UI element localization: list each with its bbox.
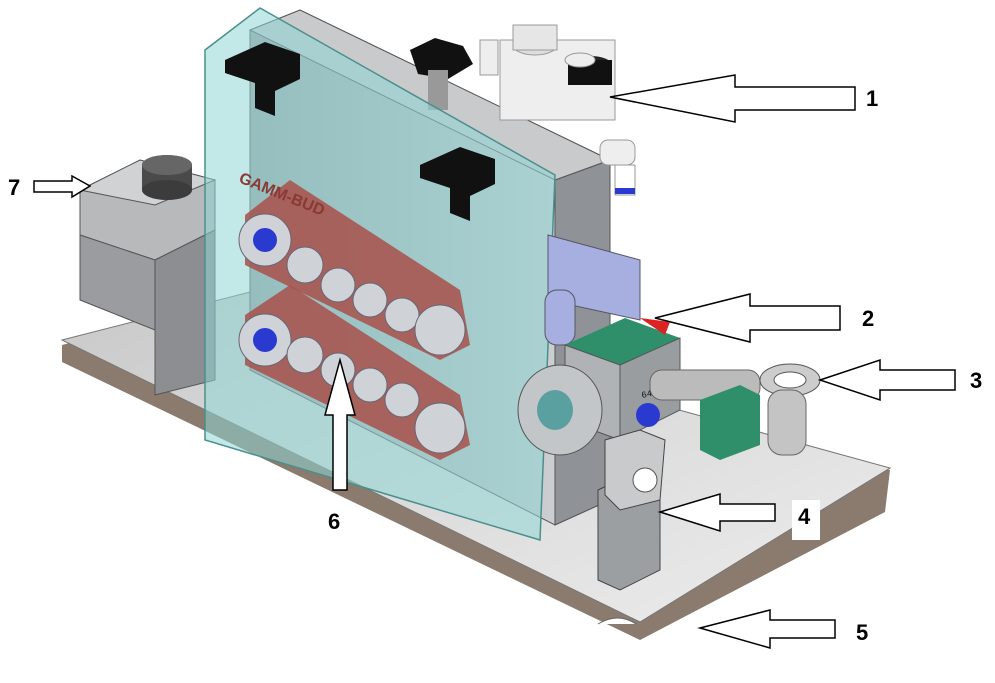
length-counter: 64323 (517, 234, 681, 456)
arrow-6 (324, 357, 356, 491)
callout-label-6: 6 (320, 505, 349, 539)
callout-label-3: 3 (966, 368, 987, 394)
callout-arrows (33, 74, 956, 649)
left-block (78, 155, 217, 396)
air-coupling (636, 363, 821, 460)
callout-label-4: 4 (792, 500, 821, 540)
clamp-knobs (225, 42, 495, 221)
arrow-2 (654, 293, 841, 343)
arrow-3 (817, 358, 956, 402)
arrow-5 (697, 609, 836, 649)
arrow-7 (33, 174, 92, 199)
arrow-1 (609, 74, 856, 123)
callout-label-5: 5 (852, 620, 873, 646)
callout-label-1: 1 (862, 86, 883, 112)
callout-label-7: 7 (4, 175, 25, 201)
pneumatic-unit (410, 24, 636, 196)
feed-rollers (238, 180, 470, 460)
callout-label-2: 2 (858, 306, 879, 332)
arrow-4 (657, 492, 776, 533)
wire-guide (597, 429, 666, 591)
